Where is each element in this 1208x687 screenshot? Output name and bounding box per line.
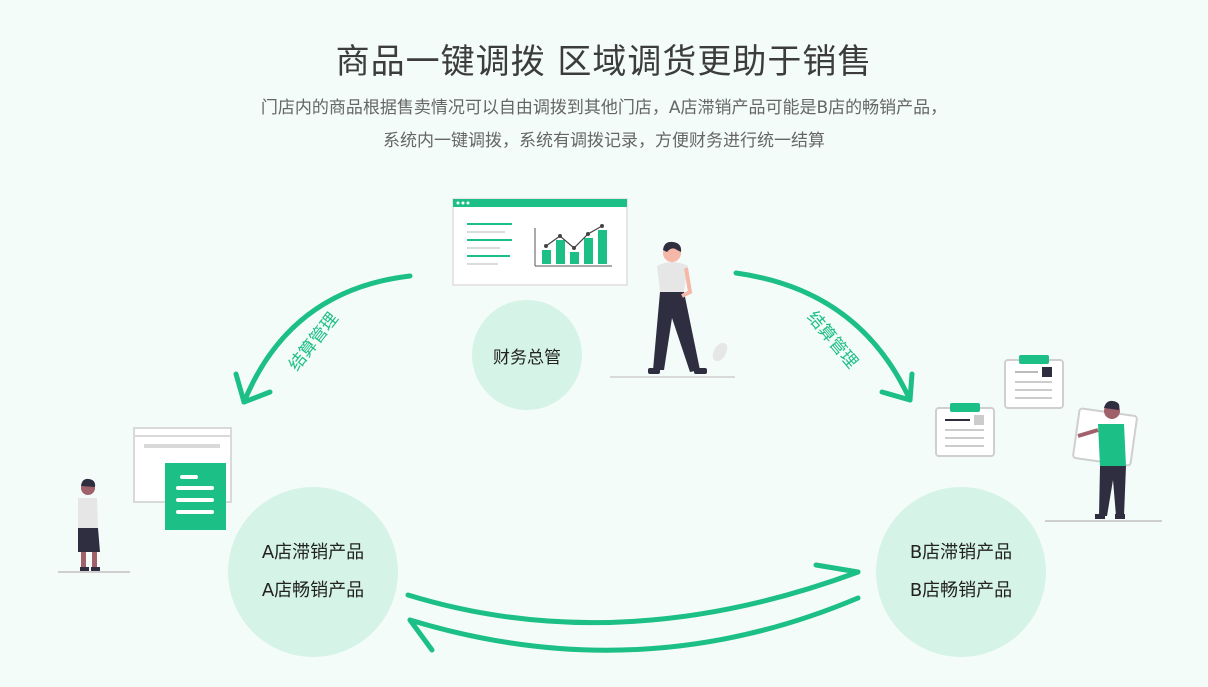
arrow-finance-to-store-a	[233, 273, 413, 405]
store-b-line-1: B店滞销产品	[909, 542, 1013, 563]
description-line-1: 门店内的商品根据售卖情况可以自由调拨到其他门店，A店滞销产品可能是B店的畅销产品…	[260, 98, 948, 118]
description-line-2: 系统内一键调拨，系统有调拨记录，方便财务进行统一结算	[383, 131, 825, 151]
store-b-line-2: B店畅销产品	[909, 580, 1013, 601]
page-title: 商品一键调拨 区域调货更助于销售	[335, 42, 873, 82]
arrow-store-b-to-store-a	[407, 595, 861, 653]
store-b-node: B店滞销产品 B店畅销产品	[876, 487, 1046, 657]
arrow-finance-to-store-b	[733, 270, 915, 403]
finance-node: 财务总管	[472, 300, 582, 410]
store-a-illustration	[58, 427, 232, 573]
store-a-line-2: A店畅销产品	[261, 580, 365, 601]
finance-node-label: 财务总管	[493, 347, 561, 368]
dashboard-illustration	[452, 198, 628, 286]
store-b-illustration	[935, 355, 1162, 522]
store-a-node: A店滞销产品 A店畅销产品	[228, 487, 398, 657]
finance-manager-figure	[610, 241, 735, 378]
store-a-line-1: A店滞销产品	[261, 542, 365, 563]
arrow-store-a-to-store-b	[405, 562, 861, 626]
